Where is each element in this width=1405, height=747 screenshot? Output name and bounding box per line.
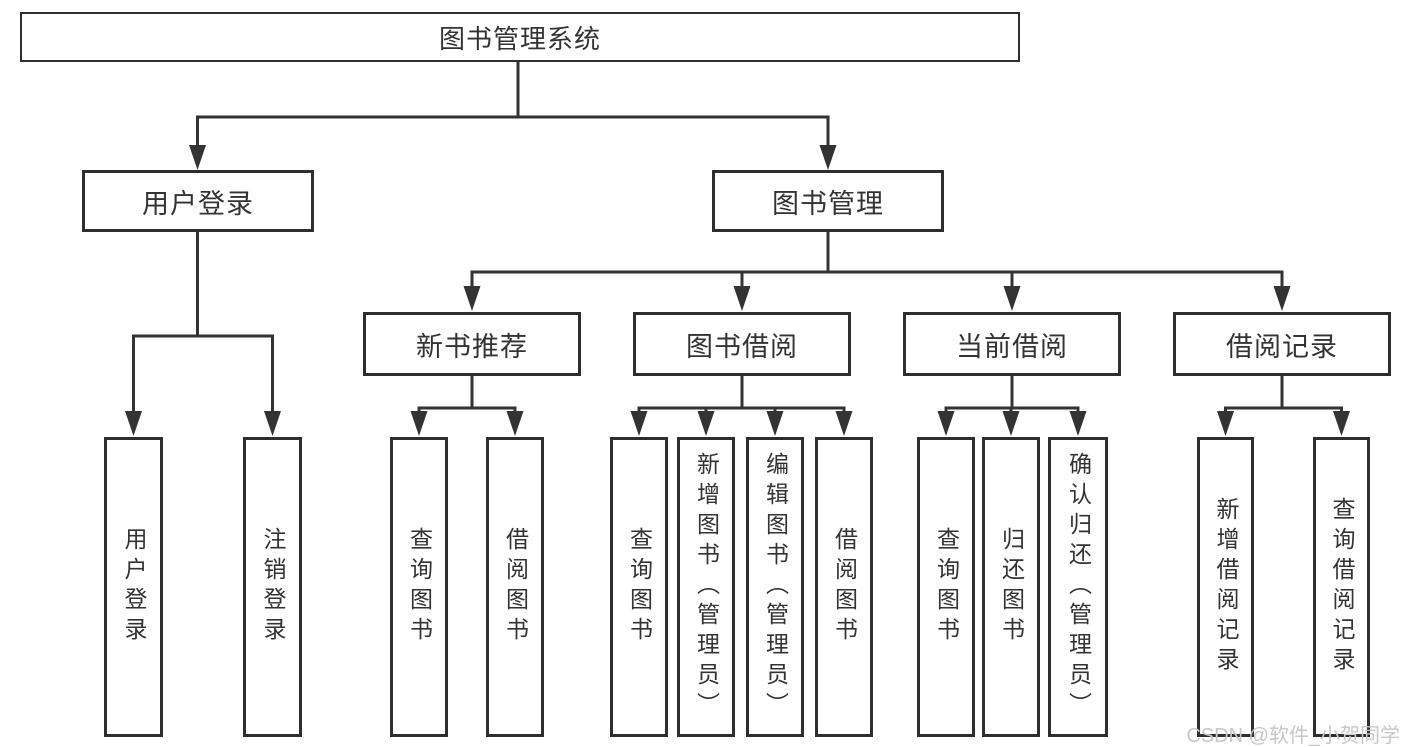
node-label: 当前借阅 bbox=[956, 331, 1068, 362]
node-label: 查询图书 bbox=[626, 527, 653, 647]
node-label: 新增图书（管理员） bbox=[693, 452, 720, 722]
node-label: 用户登录 bbox=[142, 188, 254, 219]
node-add-borrow-record: 新增借阅记录 bbox=[1197, 437, 1254, 737]
node-label: 确认归还（管理员） bbox=[1065, 452, 1092, 722]
node-return-books: 归还图书 bbox=[982, 437, 1040, 737]
node-query-books-recommend: 查询图书 bbox=[390, 437, 448, 737]
node-label: 用户登录 bbox=[121, 527, 147, 647]
node-logout-leaf: 注销登录 bbox=[243, 437, 302, 737]
node-current-borrow: 当前借阅 bbox=[903, 312, 1121, 376]
node-label: 借阅记录 bbox=[1226, 331, 1338, 362]
node-borrow-books-recommend: 借阅图书 bbox=[486, 437, 544, 737]
node-add-book-admin: 新增图书（管理员） bbox=[677, 437, 735, 737]
node-user-login-leaf: 用户登录 bbox=[104, 437, 163, 737]
node-query-books-current: 查询图书 bbox=[917, 437, 975, 737]
node-label: 新增借阅记录 bbox=[1213, 497, 1239, 677]
node-label: 图书管理系统 bbox=[438, 23, 601, 54]
node-label: 归还图书 bbox=[998, 527, 1025, 647]
node-label: 图书管理 bbox=[772, 188, 884, 219]
node-borrow-books-leaf: 借阅图书 bbox=[815, 437, 873, 737]
node-label: 借阅图书 bbox=[502, 527, 529, 647]
node-label: 借阅图书 bbox=[831, 527, 858, 647]
node-label: 新书推荐 bbox=[416, 331, 528, 362]
node-label: 编辑图书（管理员） bbox=[762, 452, 789, 722]
node-book-management: 图书管理 bbox=[712, 170, 944, 232]
node-new-book-recommend: 新书推荐 bbox=[363, 312, 581, 376]
node-label: 图书借阅 bbox=[686, 331, 798, 362]
node-label: 查询图书 bbox=[933, 527, 960, 647]
node-label: 查询借阅记录 bbox=[1329, 497, 1355, 677]
node-label: 注销登录 bbox=[260, 527, 286, 647]
node-label: 查询图书 bbox=[406, 527, 433, 647]
node-query-borrow-record: 查询借阅记录 bbox=[1313, 437, 1370, 737]
node-library-management-system: 图书管理系统 bbox=[20, 12, 1020, 62]
node-borrow-records: 借阅记录 bbox=[1173, 312, 1391, 376]
node-confirm-return-admin: 确认归还（管理员） bbox=[1048, 437, 1108, 737]
node-edit-book-admin: 编辑图书（管理员） bbox=[746, 437, 804, 737]
node-query-books-borrow: 查询图书 bbox=[610, 437, 668, 737]
watermark: CSDN @软件_小贺同学 bbox=[1186, 725, 1400, 747]
node-user-login: 用户登录 bbox=[82, 170, 314, 232]
node-book-borrow: 图书借阅 bbox=[633, 312, 851, 376]
